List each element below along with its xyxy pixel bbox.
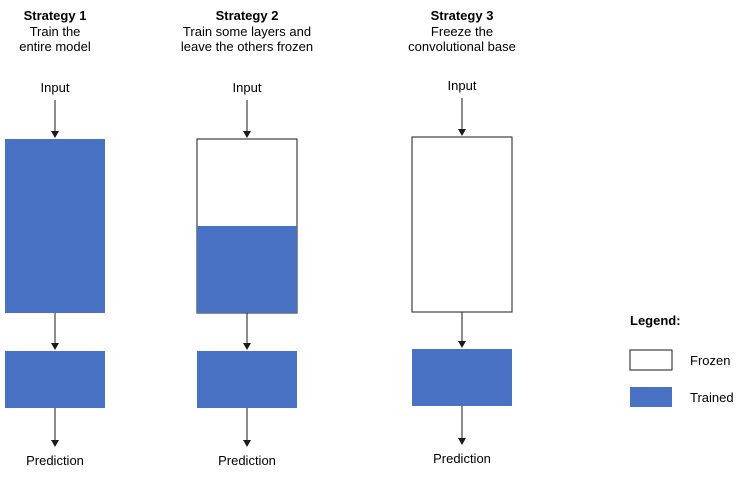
legend-frozen-label: Frozen	[690, 353, 730, 368]
strategy-2-subtitle-line-1: Train some layers and	[183, 24, 311, 39]
legend-frozen-swatch	[629, 349, 673, 371]
legend-trained-swatch	[630, 387, 672, 407]
strategy-3-subtitle-line-2: convolutional base	[408, 39, 516, 54]
strategy-2-subtitle-line-2: leave the others frozen	[181, 39, 313, 54]
strategy-2-input-label: Input	[233, 80, 262, 95]
strategy-1-subtitle-line-2: entire model	[19, 39, 91, 54]
strategy-3: Strategy 3 Freeze the convolutional base…	[408, 8, 516, 466]
legend-title: Legend:	[630, 313, 681, 328]
strategy-3-classifier-head	[412, 349, 512, 406]
strategy-2-classifier-head	[197, 351, 297, 408]
strategy-1-classifier-head	[5, 351, 105, 408]
strategy-2-title: Strategy 2	[216, 8, 279, 23]
strategy-3-subtitle-line-1: Freeze the	[431, 24, 493, 39]
strategy-3-title: Strategy 3	[431, 8, 494, 23]
strategy-3-conv-base	[411, 136, 513, 313]
strategy-3-output-label: Prediction	[433, 451, 491, 466]
strategy-1-subtitle-line-1: Train the	[30, 24, 81, 39]
strategy-2-conv-base-trained-fill	[197, 226, 297, 313]
strategy-2-output-label: Prediction	[218, 453, 276, 468]
strategy-1-title: Strategy 1	[24, 8, 87, 23]
strategy-2: Strategy 2 Train some layers and leave t…	[181, 8, 313, 468]
legend-trained-label: Trained	[690, 390, 734, 405]
strategy-1: Strategy 1 Train the entire model Input …	[5, 8, 105, 468]
legend: Legend: Frozen Trained	[629, 313, 734, 407]
strategy-1-output-label: Prediction	[26, 453, 84, 468]
strategy-1-conv-base-trained-fill	[5, 139, 105, 313]
strategy-1-input-label: Input	[41, 80, 70, 95]
strategy-3-input-label: Input	[448, 78, 477, 93]
